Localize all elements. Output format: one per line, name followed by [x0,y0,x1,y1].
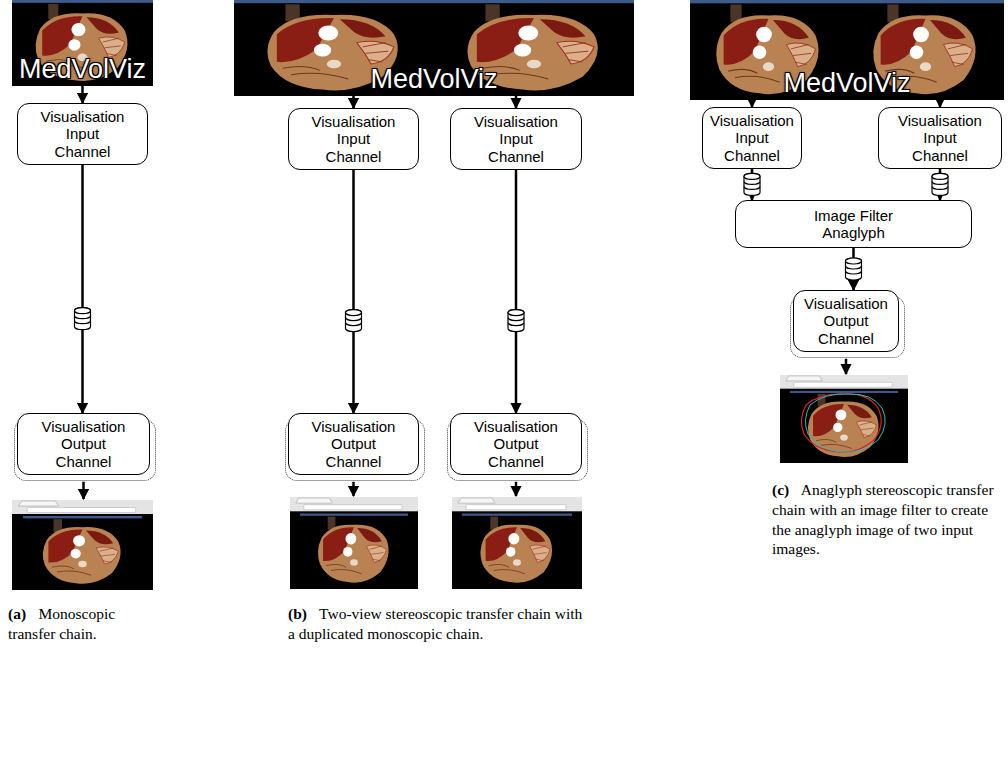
process-box: Image Filter Anaglyph [735,200,972,248]
box-label: Visualisation Output Channel [312,418,396,470]
database-top [508,310,524,316]
screenshot-panel: MedVolViz [690,0,1004,100]
database-band [346,318,362,321]
process-box: Visualisation Output Channel [288,413,419,475]
box-label: Visualisation Input Channel [474,113,558,165]
process-box: Visualisation Input Channel [450,108,582,170]
database-band [932,186,948,189]
database-band [346,323,362,326]
database-icon [508,310,524,332]
flow-arrow [515,96,518,108]
caption-text: Anaglyph stereoscopic transfer chain wit… [772,481,994,557]
process-box: Visualisation Output Channel [450,413,582,475]
application-name: MedVolViz [783,70,910,97]
database-icon [744,173,760,195]
box-label: Visualisation Input Channel [312,113,396,165]
box-label: Visualisation Output Channel [804,295,888,347]
database-top [932,173,948,179]
database-band [508,323,524,326]
database-band [846,266,862,269]
database-band [508,318,524,321]
database-top [75,308,91,314]
screenshot-panel: MedVolViz [12,0,153,86]
output-arrow [845,359,848,374]
database-icon [846,258,862,280]
browser-screenshot [780,375,908,463]
sub-caption: (a) Monoscopic transfer chain. [8,604,158,644]
database-band [75,321,91,324]
browser-screenshot [290,497,418,589]
caption-text: Two-view stereoscopic transfer chain wit… [288,605,582,642]
caption-letter: (b) [288,605,307,622]
database-top [846,258,862,264]
database-icon [75,308,91,330]
database-band [744,186,760,189]
database-band [846,271,862,274]
process-box: Visualisation Input Channel [702,107,802,169]
box-label: Visualisation Input Channel [898,112,982,164]
database-body [346,310,362,332]
screenshot-ground [234,0,634,96]
browser-screenshot [12,500,153,590]
database-top [346,310,362,316]
box-label: Visualisation Output Channel [42,418,126,470]
database-icon [346,310,362,332]
flow-arrow [939,100,942,107]
process-box: Visualisation Input Channel [17,103,148,165]
database-body [75,308,91,330]
caption-letter: (a) [8,605,26,622]
application-name: MedVolViz [19,56,146,83]
output-arrow [82,482,85,499]
process-box: Visualisation Output Channel [17,413,150,475]
database-body [932,173,948,195]
application-name: MedVolViz [370,66,497,93]
flow-arrow [751,100,754,107]
database-body [846,258,862,280]
flow-arrow [81,165,84,413]
flow-arrow [81,86,84,103]
flow-arrow [352,170,355,413]
process-box: Visualisation Input Channel [288,108,419,170]
box-label: Visualisation Output Channel [474,418,558,470]
database-band [75,316,91,319]
output-arrow [352,482,355,496]
box-label: Visualisation Input Channel [41,108,125,160]
anaglyph-cyan-fringe [805,394,885,452]
output-arrow [515,482,518,496]
process-box: Visualisation Input Channel [878,107,1002,169]
database-band [932,181,948,184]
database-icon [932,173,948,195]
database-top [744,173,760,179]
database-body [744,173,760,195]
flow-arrow [515,170,518,413]
caption-letter: (c) [772,481,789,498]
sub-caption: (b) Two-view stereoscopic transfer chain… [288,604,588,644]
browser-screenshot [452,497,582,589]
flow-arrow [352,96,355,108]
box-label: Visualisation Input Channel [710,112,794,164]
screenshot-panel: MedVolViz [234,0,634,96]
box-label: Image Filter Anaglyph [794,207,914,242]
database-body [508,310,524,332]
volume-render-screenshot [12,0,153,86]
database-band [744,181,760,184]
process-box: Visualisation Output Channel [793,290,899,352]
sub-caption: (c) Anaglyph stereoscopic transfer chain… [772,480,1004,559]
